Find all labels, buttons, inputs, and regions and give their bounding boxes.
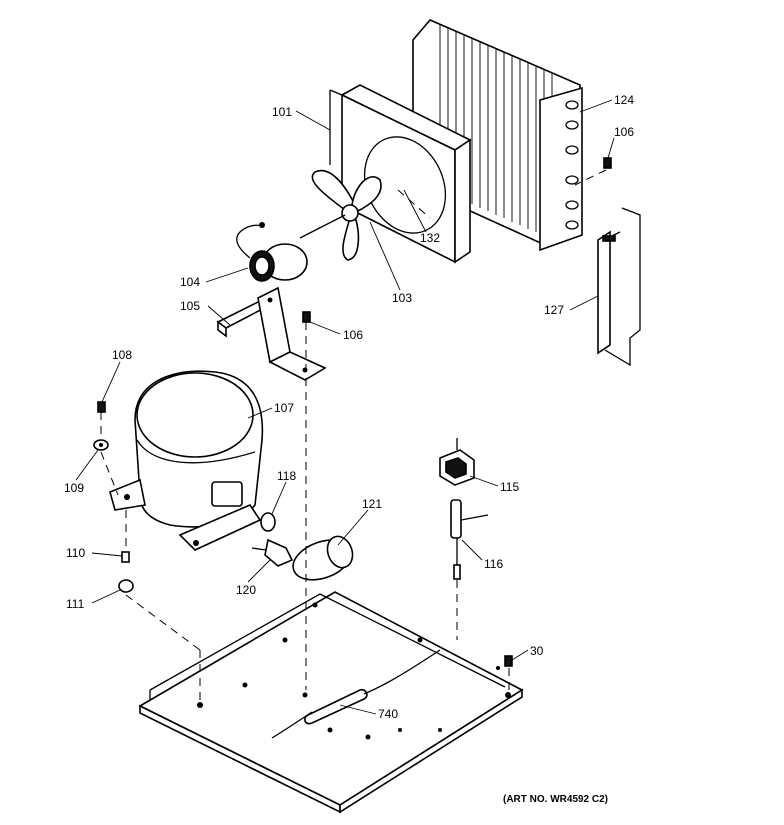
solenoid-valve: [439, 438, 489, 580]
callout-106-lower: 106: [343, 328, 363, 342]
callout-127: 127: [544, 303, 564, 317]
callout-115: 115: [500, 480, 519, 494]
fan-motor: [236, 222, 308, 282]
callout-101: 101: [272, 105, 292, 119]
assembly-lines: [100, 169, 607, 700]
callout-124: 124: [614, 93, 634, 107]
callout-110: 110: [66, 546, 85, 560]
callout-103: 103: [392, 291, 412, 305]
art-number: (ART NO. WR4592 C2): [503, 794, 608, 805]
callout-111: 111: [66, 597, 85, 611]
callout-118: 118: [277, 469, 296, 483]
callout-120: 120: [236, 583, 256, 597]
callout-105: 105: [180, 299, 200, 313]
callout-107: 107: [274, 401, 294, 415]
callout-740: 740: [378, 707, 398, 721]
wiring-panel: [597, 207, 641, 367]
callout-104: 104: [180, 275, 200, 289]
callout-30: 30: [530, 644, 544, 658]
motor-bracket: [216, 286, 327, 381]
fan-shroud: [329, 84, 472, 264]
callout-116: 116: [484, 557, 503, 571]
compressor: [109, 370, 264, 551]
capacitor: [292, 535, 354, 581]
relay-overload: [251, 512, 294, 567]
callout-109: 109: [64, 481, 84, 495]
callout-108: 108: [112, 348, 132, 362]
fan-blade: [299, 169, 382, 261]
leader-lines: [75, 99, 615, 715]
callout-132: 132: [420, 231, 440, 245]
filter-drier: [271, 649, 441, 739]
callout-106-upper: 106: [614, 125, 634, 139]
hardware: [93, 157, 612, 667]
callout-121: 121: [362, 497, 382, 511]
base-plate: [138, 591, 524, 814]
